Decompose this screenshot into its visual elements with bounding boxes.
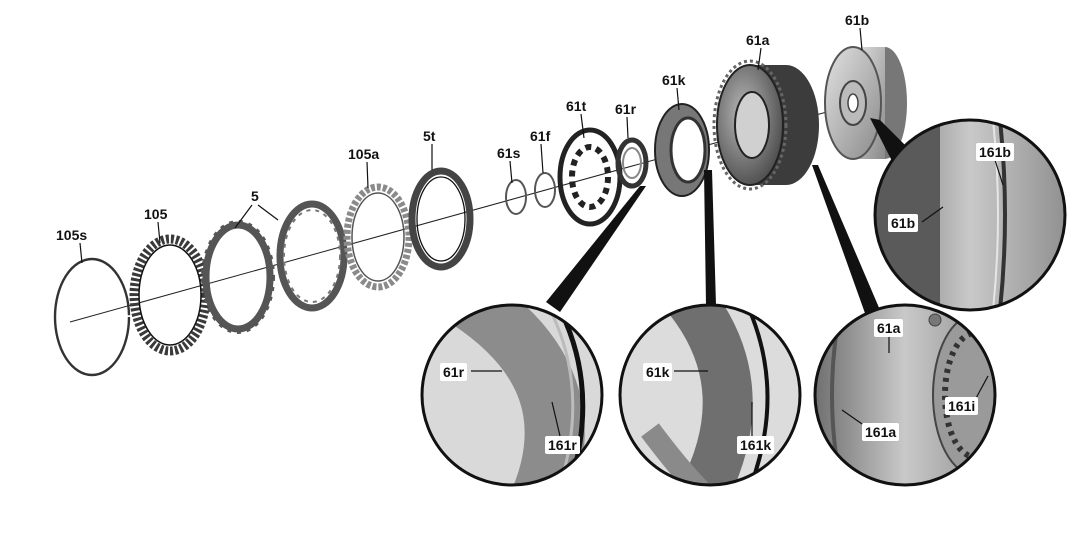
detail-61r-circle [420, 303, 604, 487]
part-61s-ring [505, 179, 527, 215]
part-61k-piston [654, 103, 710, 197]
detail-label-161a: 161a [862, 423, 900, 441]
detail-label-61r: 61r [440, 363, 468, 381]
label-105s: 105s [56, 227, 88, 243]
label-61f: 61f [530, 128, 551, 144]
part-61a-drum [712, 59, 819, 191]
leader-61a-detail [812, 165, 880, 316]
detail-label-61b: 61b [888, 214, 919, 232]
label-5t: 5t [423, 128, 436, 144]
detail-label-161i: 161i [945, 397, 979, 415]
part-61b-bell [824, 46, 907, 160]
label-61k: 61k [662, 72, 686, 88]
label-105a: 105a [348, 146, 380, 162]
leader-61k-detail [704, 170, 716, 305]
label-61s: 61s [497, 145, 521, 161]
label-61a: 61a [746, 32, 770, 48]
label-61b: 61b [845, 12, 870, 28]
detail-label-161r: 161r [545, 436, 580, 454]
label-leaders [79, 27, 1004, 437]
part-105a-plate [343, 183, 413, 291]
part-5t-plate [408, 167, 474, 271]
part-61f-ring [534, 172, 556, 208]
part-5-plate-a [201, 220, 275, 334]
detail-61a-circle [813, 303, 997, 487]
detail-label-161b: 161b [976, 143, 1014, 161]
label-105: 105 [144, 206, 168, 222]
detail-61k-circle [618, 303, 802, 487]
part-105-plate [129, 234, 211, 356]
leader-61r-detail [546, 186, 646, 312]
detail-label-161k: 161k [737, 436, 775, 454]
detail-label-61a: 61a [874, 319, 904, 337]
part-105s-snap-ring [53, 257, 131, 377]
detail-label-61k: 61k [643, 363, 673, 381]
part-61r-seal [615, 137, 649, 189]
label-61r: 61r [615, 101, 637, 117]
part-61t-spring-plate [557, 127, 623, 227]
label-5: 5 [251, 188, 259, 204]
part-5-plate-b [276, 200, 348, 312]
label-61t: 61t [566, 98, 587, 114]
